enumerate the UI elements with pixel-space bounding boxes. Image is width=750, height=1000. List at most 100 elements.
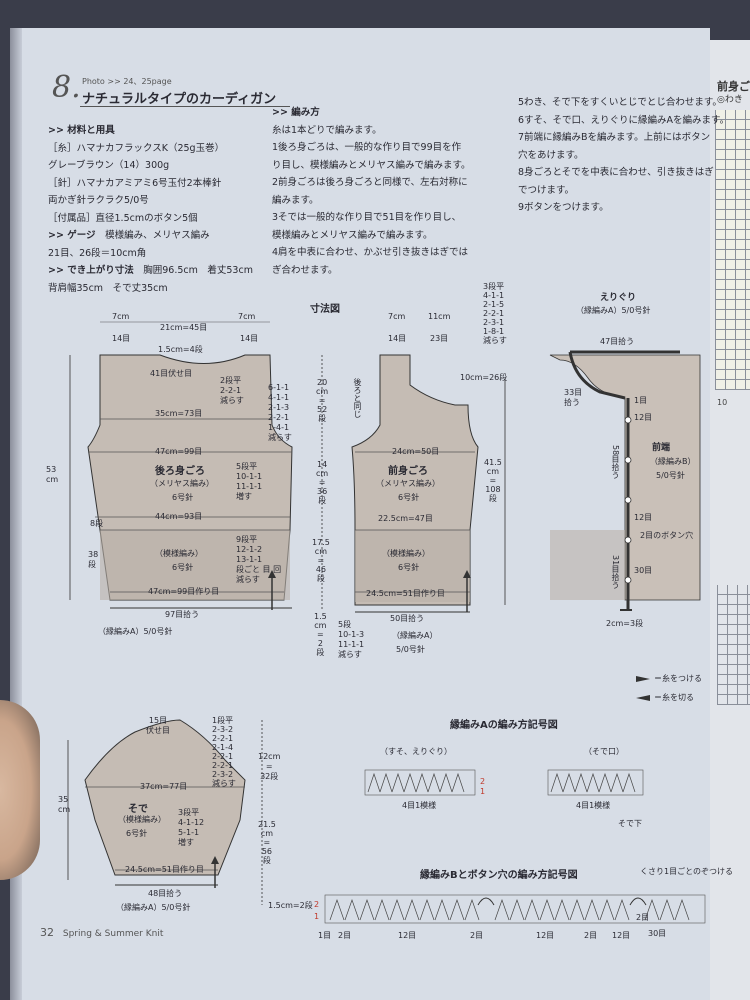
collar-sub: （縁編みA）5/0号針 (576, 306, 651, 315)
button-hole (624, 496, 632, 504)
back-pickup: 97目拾う (165, 610, 200, 619)
back-edge: （縁編みA）5/0号針 (98, 627, 173, 636)
back-top-right-rows: 14目 (240, 334, 259, 343)
front-edge-needle: 5/0号針 (656, 471, 685, 480)
collar-edge (568, 351, 626, 400)
edging-b-label: 12目 (398, 931, 417, 940)
size-heading: >> でき上がり寸法 (48, 265, 134, 276)
edging-b-title: 縁編みBとボタン穴の編み方記号図 (420, 870, 578, 881)
back-arrow-head (268, 570, 276, 578)
method-section: >> 編み方 糸は1本どりで編みます。 1後ろ身ごろは、一般的な作り目で99目を… (272, 104, 471, 279)
edging-a-left-label: （すそ、えりぐり） (380, 747, 452, 756)
sleeve-cap: 1段平 2-3-2 2-2-1 2-1-4 2-2-1 2-2-1 2-3-2 … (212, 716, 236, 788)
front-back-same: 後ろと同じ (353, 378, 362, 418)
pattern-number: 8. (52, 70, 81, 105)
gauge-value: 21目、26段＝10cm角 (48, 247, 147, 259)
back-width-35: 35cm=73目 (155, 409, 203, 418)
front-edge: （縁編みA） (392, 631, 438, 640)
collar-row-12b: 12目 (634, 513, 653, 522)
footer-text: Spring & Summer Knit (62, 929, 164, 939)
legend-cut: ＝糸を切る (654, 693, 694, 702)
front-needle-2: 6号針 (398, 563, 420, 572)
sleeve-cast-on: 24.5cm=51目作り目 (125, 865, 204, 874)
sleeve-increase: 3段平 4-1-12 5-1-1 増す (178, 808, 205, 847)
back-neck: 1.5cm=4段 (158, 345, 203, 354)
edging-b-stitches (329, 898, 690, 921)
edging-b-label: 12目 (536, 931, 555, 940)
back-cast-on: 47cm=99目作り目 (148, 587, 220, 596)
edging-b-label: 2目 (338, 931, 352, 940)
edging-b-loop-note: くさり1目ごとのぞつける (640, 867, 734, 876)
sleeve-height-1-5: 1.5cm=2段 (268, 901, 313, 910)
sleeve-shape (84, 719, 246, 876)
back-name: 後ろ身ごろ (155, 466, 205, 477)
gauge-heading: >> ゲージ (48, 230, 96, 241)
collar-pick-47: 47目拾う (600, 337, 635, 346)
button-hole-chain (477, 897, 495, 906)
method-line: 糸は1本どりで編みます。 (272, 124, 382, 136)
method-heading: >> 編み方 (272, 107, 320, 118)
materials-line: ［糸］ハマナカフラックスK（25g玉巻） (48, 142, 225, 154)
edging-b-label: 2目 (636, 913, 650, 922)
front-edge-sub: （縁編みB） (650, 457, 696, 466)
front-stitch: （メリヤス編み） (376, 479, 440, 488)
collar-bottom: 2cm=3段 (606, 619, 644, 628)
sleeve-top-bind: 15目 伏せ目 (146, 716, 170, 735)
front-name: 前身ごろ (388, 466, 428, 477)
edging-b-label: 30目 (648, 929, 667, 938)
center-height-17-5: 17.5 cm = 46 段 (312, 538, 330, 583)
collar-pattern-band (550, 530, 625, 600)
back-height-53: 53 cm (46, 465, 59, 484)
adjacent-page-title: 前身ご (717, 80, 750, 93)
chart-grid-2 (717, 585, 750, 705)
back-width-47: 47cm=99目 (155, 447, 203, 456)
front-top-right: 11cm (428, 312, 451, 321)
method-line: 編みます。 (272, 194, 319, 206)
center-height-1-5: 1.5 cm = 2 段 (314, 612, 327, 657)
front-cast-on: 24.5cm=51目作り目 (366, 589, 445, 598)
sleeve-pattern: （模様編み） (118, 815, 166, 824)
sleeve-pickup: 48目拾う (148, 889, 183, 898)
sleeve-arrow-head (211, 856, 219, 864)
front-pattern: （模様編み） (382, 549, 430, 558)
materials-line: ［針］ハマナカアミアミ6号玉付2本棒針 (48, 177, 222, 189)
front-edge-needle: 5/0号針 (396, 645, 425, 654)
edging-a-right-label: （そで口） (584, 747, 624, 756)
front-top-left-rows: 14目 (388, 334, 407, 343)
materials-heading: >> 材料と用具 (48, 125, 115, 136)
collar-row-30: 30目 (634, 566, 653, 575)
front-height-10: 10cm=26段 (460, 373, 508, 382)
method-line: 穴をあけます。 (518, 149, 584, 161)
sleeve-height-21-5: 21.5 cm = 56 段 (258, 820, 276, 865)
button-hole (624, 456, 632, 464)
gauge-text: 模様編み、メリヤス編み (105, 230, 210, 241)
collar-pick-31: 31目拾う (611, 555, 620, 590)
edging-b-chart (324, 894, 706, 924)
collar-pick-58: 58目拾う (611, 445, 620, 480)
front-pattern-band (355, 530, 470, 602)
front-pickup: 50目拾う (390, 614, 425, 623)
materials-section: >> 材料と用具 ［糸］ハマナカフラックスK（25g玉巻） グレーブラウン（14… (48, 122, 253, 297)
front-shoulder: 3段平 4-1-1 2-1-5 2-2-1 2-3-1 1-8-1 減らす (483, 282, 507, 345)
back-pattern-band (100, 530, 290, 600)
back-needle: 6号針 (172, 493, 194, 502)
button-hole-label: 2目のボタン穴 (640, 531, 694, 540)
back-increase: 5段平 10-1-1 11-1-1 増す (236, 462, 263, 501)
back-top-left: 7cm (112, 312, 130, 321)
sleeve-height-35: 35 cm (58, 795, 71, 814)
method-line: 1後ろ身ごろは、一般的な作り目で99目を作 (272, 142, 462, 153)
method-line: でつけます。 (518, 184, 575, 196)
sleeve-name: そで (128, 804, 148, 815)
edging-b-row-2: 2 (314, 900, 320, 909)
edging-a-title: 縁編みAの編み方記号図 (450, 720, 558, 731)
back-neck-dec: 2段平 2-2-1 減らす (220, 376, 244, 405)
front-needle: 6号針 (398, 493, 420, 502)
sleeve-height-12: 12cm = 32段 (258, 752, 281, 781)
method-line: 2前身ごろは後ろ身ごろと同様で、左右対称に (272, 177, 468, 188)
method-line: 5わき、そで下をすくいとじでとじ合わせます。 (518, 97, 722, 108)
sleeve-edge: （縁編みA）5/0号針 (116, 903, 191, 912)
button-hole-chain (629, 897, 647, 906)
back-stitch: （メリヤス編み） (150, 479, 214, 488)
edging-b-label: 2目 (584, 931, 598, 940)
sleeve-needle: 6号針 (126, 829, 148, 838)
